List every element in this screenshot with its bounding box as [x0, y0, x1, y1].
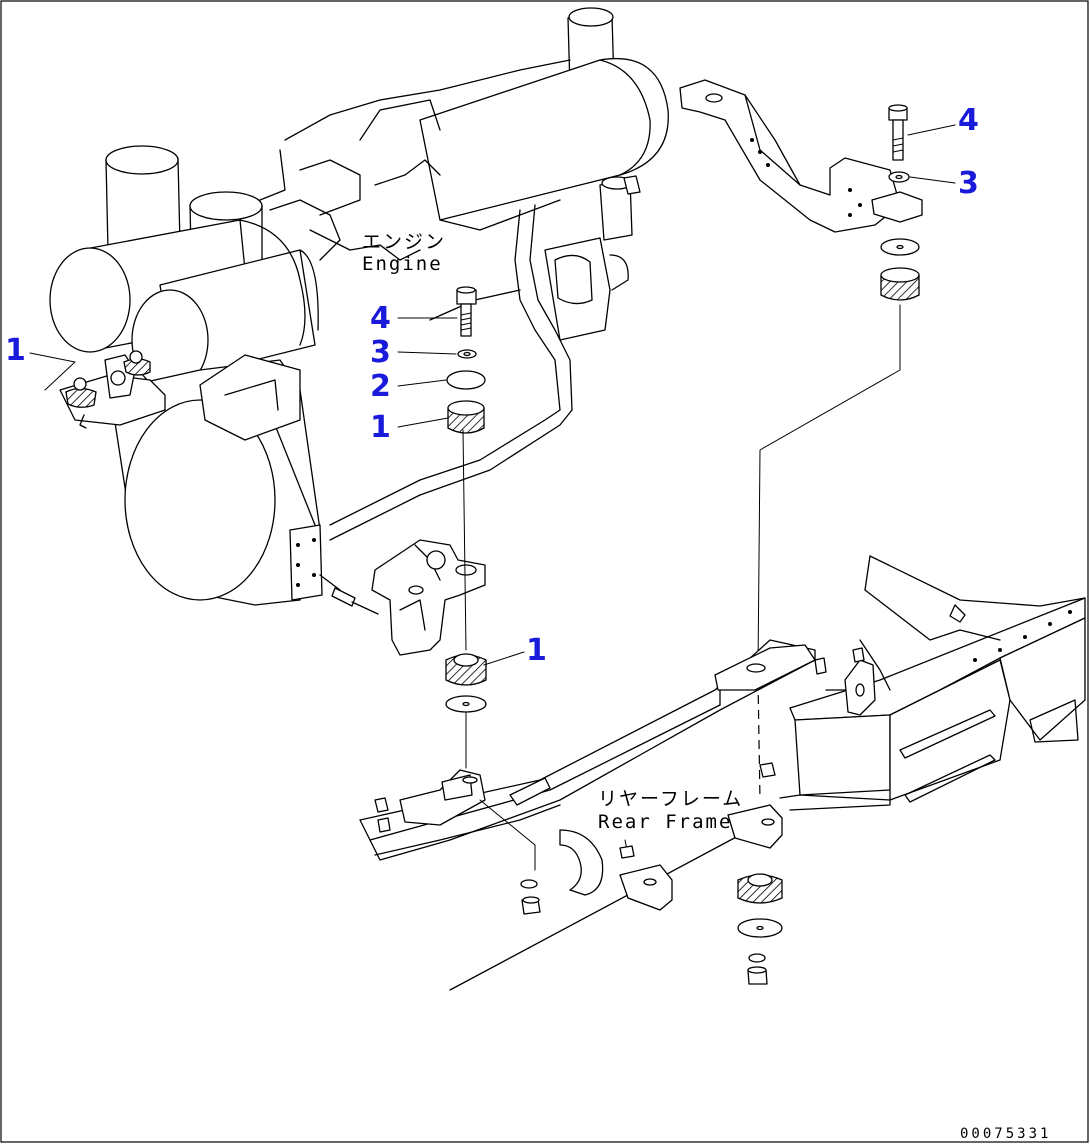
leader-lines	[29, 124, 956, 666]
engine-mount-bracket	[371, 539, 486, 656]
engine-label-jp: エンジン	[362, 231, 446, 253]
callout-item-3-centre: 3	[370, 335, 391, 370]
callout-item-2-centre: 2	[370, 369, 391, 404]
callout-item-4-centre: 4	[370, 301, 391, 336]
rear-frame	[359, 555, 1086, 991]
centre-mount-stack	[445, 286, 487, 769]
rear-engine-bracket	[679, 79, 923, 233]
callout-item-4-rear: 4	[958, 103, 979, 138]
part-labels: エンジン Engine リヤーフレーム Rear Frame 00075331	[362, 231, 1051, 1142]
engine-label-en: Engine	[362, 253, 443, 275]
callout-numbers: 1 4 3 2 1 1 4 3	[5, 103, 979, 668]
front-mount-assembly	[59, 350, 166, 429]
callout-item-3-rear: 3	[958, 166, 979, 201]
engine-assembly	[49, 7, 669, 615]
callout-item-1-front: 1	[5, 333, 26, 368]
drawing-code: 00075331	[960, 1126, 1051, 1142]
rear-frame-label-jp: リヤーフレーム	[598, 788, 743, 810]
rear-mount-stack	[757, 104, 920, 801]
callout-item-1-centre: 1	[370, 410, 391, 445]
rear-frame-label-en: Rear Frame	[598, 811, 732, 833]
callout-item-1-lower: 1	[526, 633, 547, 668]
